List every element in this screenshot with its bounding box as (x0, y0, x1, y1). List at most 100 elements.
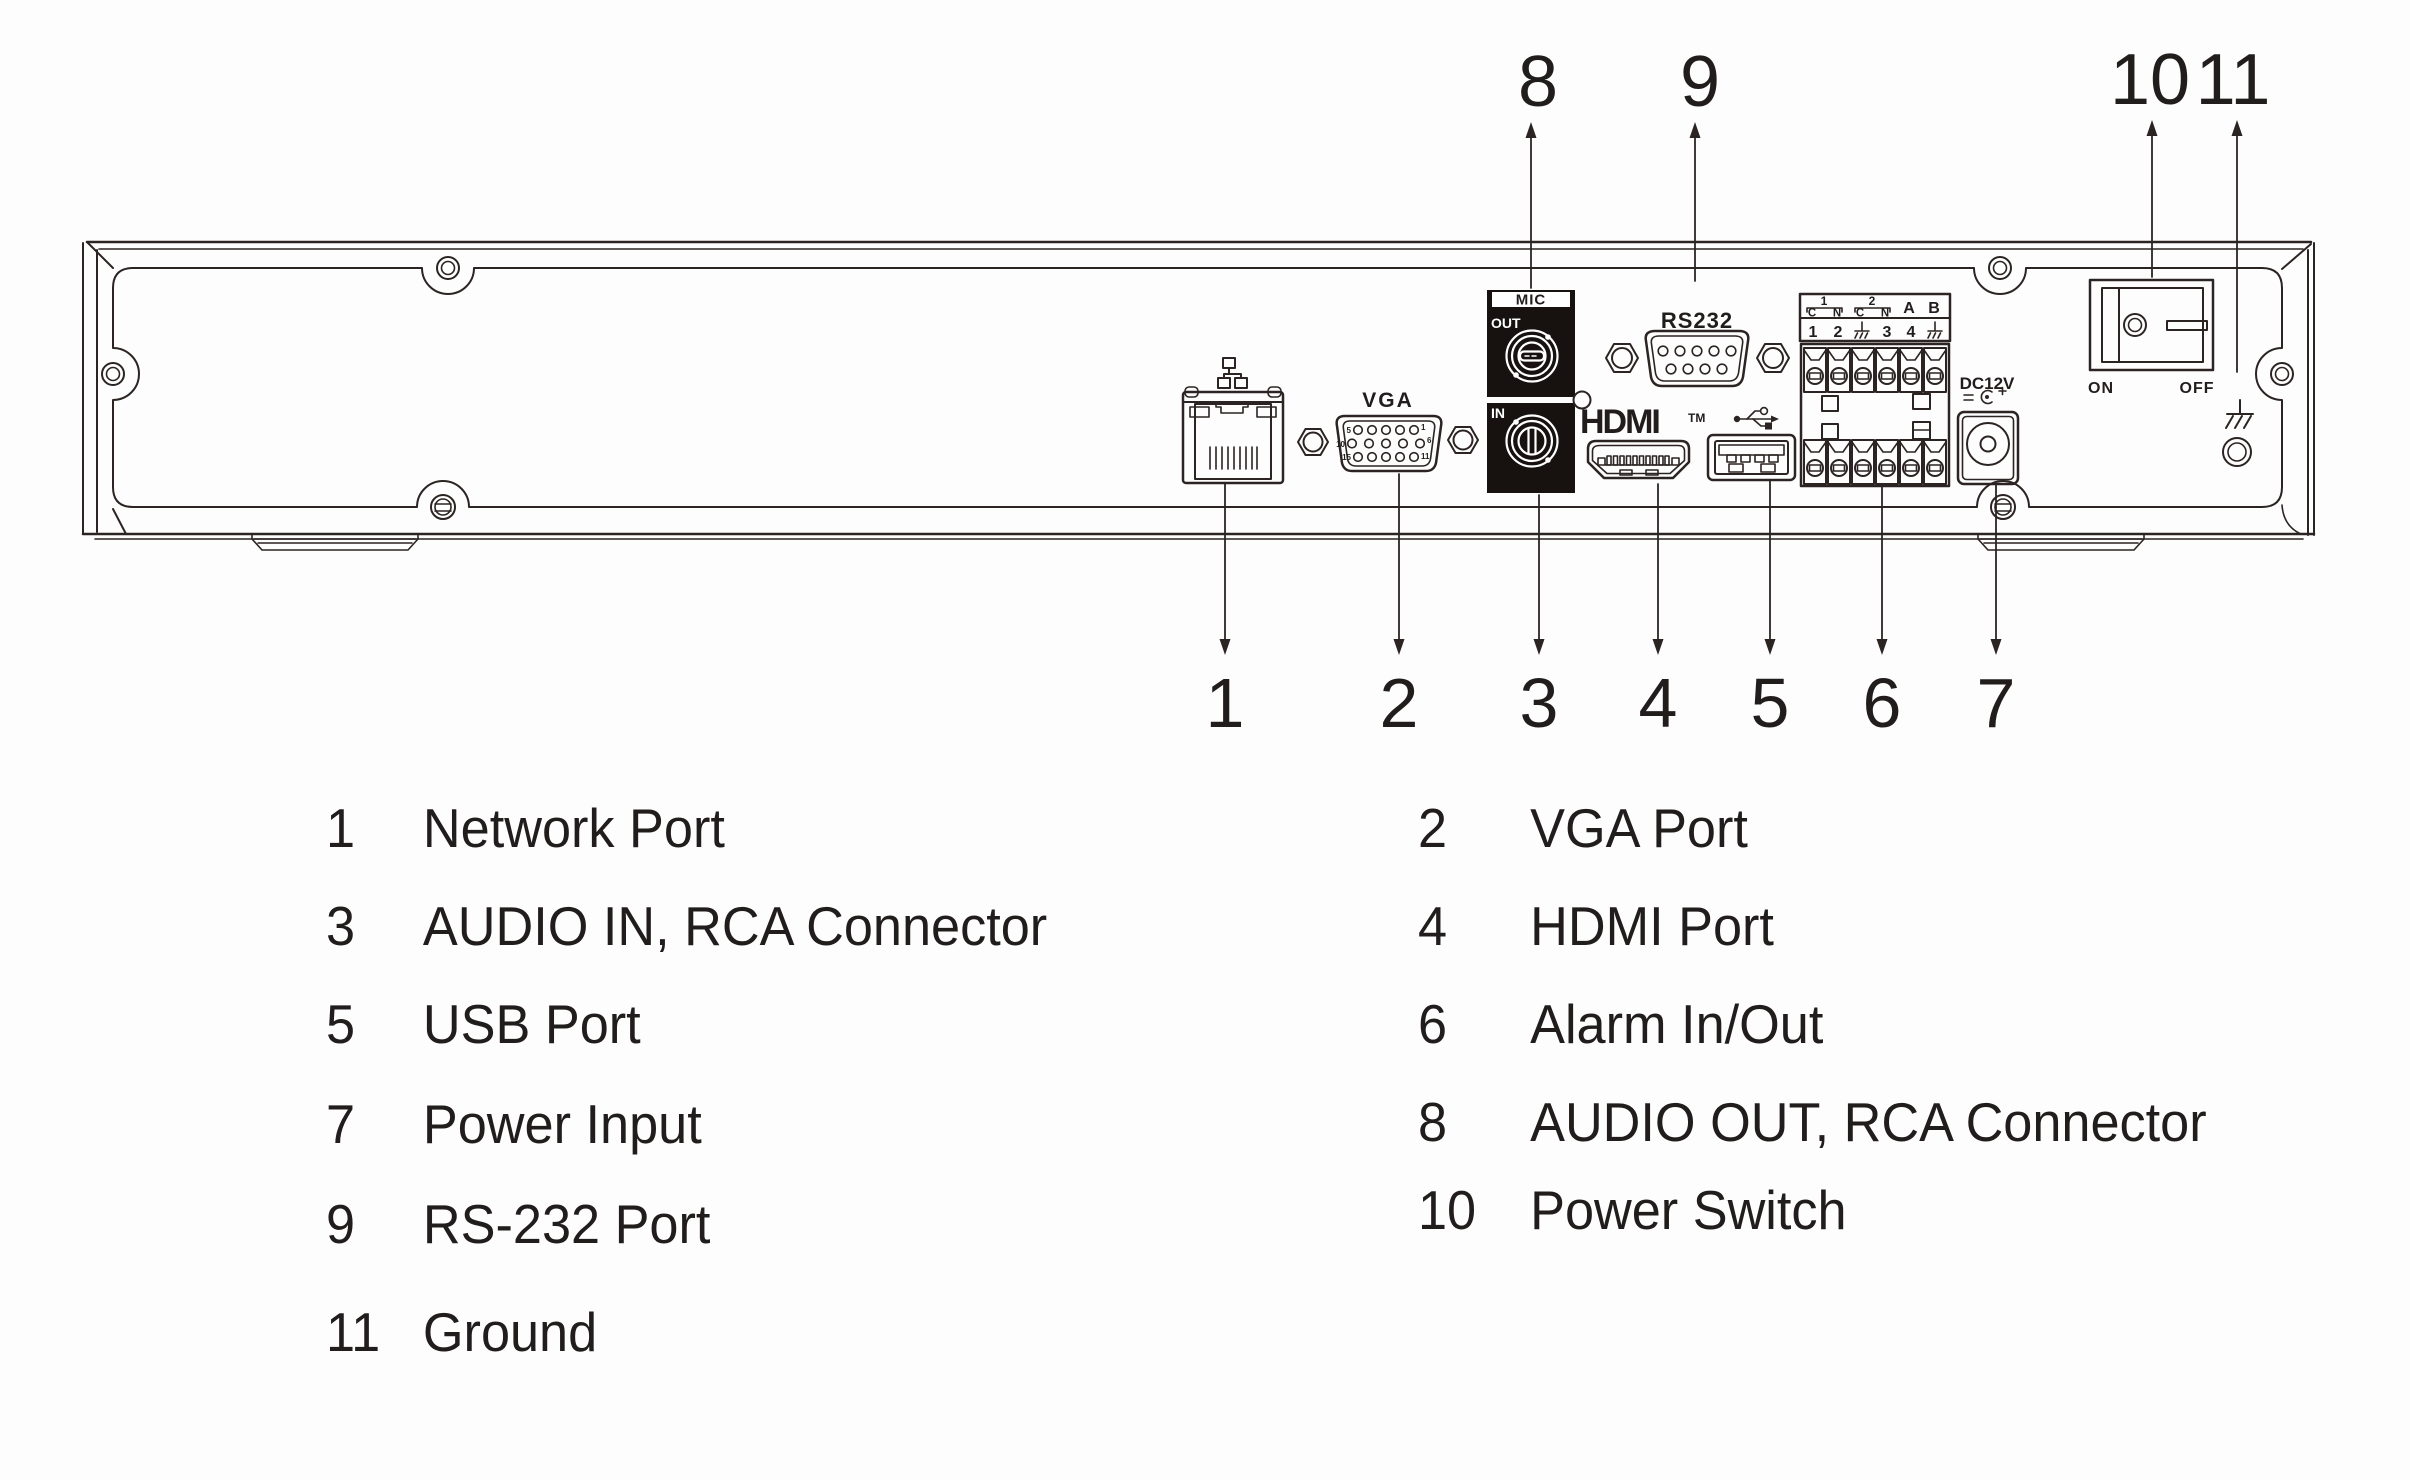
legend-number: 8 (1418, 1091, 1448, 1153)
callout-number-9: 9 (1679, 42, 1721, 122)
legend-item-8: 8 AUDIO OUT, RCA Connector (1418, 1090, 2207, 1154)
svg-text:A: A (1903, 300, 1915, 317)
svg-text:4: 4 (1907, 324, 1916, 341)
audio-mic-block: MIC OUT IN (1487, 290, 1592, 493)
vga-port: VGA 5 1 10 6 15 11 (1297, 389, 1479, 473)
legend-label: AUDIO IN, RCA Connector (422, 895, 1048, 957)
callout-number-2: 2 (1379, 664, 1419, 742)
svg-text:2: 2 (1869, 294, 1876, 308)
hdmi-port: HDMI TM (1580, 403, 1705, 480)
rs232-port: RS232 (1605, 308, 1790, 388)
audio-in-rca-jack (1505, 414, 1559, 468)
svg-text:1: 1 (1809, 324, 1818, 341)
usb-pins (1726, 454, 1779, 473)
callout-number-1: 1 (1205, 664, 1245, 742)
legend-label: Ground (422, 1301, 598, 1363)
legend-item-6: 6 Alarm In/Out (1418, 992, 1823, 1056)
svg-text:10: 10 (1336, 440, 1345, 449)
dc-polarity-icon (1963, 386, 2007, 405)
legend-label: AUDIO OUT, RCA Connector (1530, 1091, 2207, 1153)
legend-number: 11 (326, 1301, 381, 1363)
svg-text:6: 6 (1427, 436, 1432, 445)
vga-pins (1346, 424, 1426, 463)
callout-arrow-2 (1393, 639, 1405, 655)
legend-label: Network Port (422, 797, 725, 859)
vga-label: VGA (1362, 389, 1414, 412)
svg-text:1: 1 (1821, 294, 1828, 308)
legend-number: 3 (326, 895, 356, 957)
callout-number-8: 8 (1517, 42, 1559, 122)
switch-on-label: ON (2088, 380, 2114, 397)
legend-number: 10 (1418, 1179, 1477, 1241)
legend-label: RS-232 Port (422, 1193, 711, 1255)
ground-icon (1927, 321, 1943, 339)
hdmi-logo: HDMI (1580, 403, 1659, 441)
panel-hole (1572, 390, 1592, 410)
mic-in-label: IN (1491, 405, 1505, 421)
callout-arrow-4 (1652, 639, 1664, 655)
callout-lines (1219, 120, 2243, 655)
legend-number: 5 (326, 993, 356, 1055)
legend-number: 2 (1418, 797, 1448, 859)
hex-screw (1605, 343, 1790, 373)
callout-number-4: 4 (1638, 664, 1678, 742)
callout-arrow-11 (2231, 120, 2243, 136)
callout-number-10: 10 (2109, 40, 2191, 120)
legend-label: HDMI Port (1530, 895, 1774, 957)
legend-label: Power Switch (1530, 1179, 1847, 1241)
callout-arrow-9 (1689, 122, 1701, 138)
callout-number-11: 11 (2195, 40, 2271, 120)
hex-screw (1297, 426, 1479, 456)
legend-number: 7 (326, 1093, 356, 1155)
alarm-labels: 1 2 C N C N A B 1 2 3 4 (1806, 294, 1943, 341)
rs232-pins (1657, 345, 1737, 375)
callout-number-6: 6 (1862, 664, 1902, 742)
network-port (1181, 357, 1285, 485)
svg-text:11: 11 (1421, 452, 1430, 461)
rs232-label: RS232 (1661, 308, 1733, 333)
legend-item-2: 2 VGA Port (1418, 796, 1748, 860)
svg-text:2: 2 (1834, 324, 1843, 341)
callout-number-7: 7 (1976, 664, 2016, 742)
svg-text:3: 3 (1883, 324, 1892, 341)
callout-arrow-5 (1764, 639, 1776, 655)
usb-port (1706, 406, 1797, 482)
dc12v-label: DC12V (1960, 374, 2015, 393)
panel-screw (101, 256, 2294, 520)
ground-icon (1854, 321, 1870, 339)
callout-arrow-8 (1525, 122, 1537, 138)
svg-text:N: N (1833, 308, 1841, 320)
audio-out-rca-jack (1505, 329, 1559, 383)
mic-title: MIC (1516, 292, 1547, 309)
switch-off-label: OFF (2180, 380, 2215, 397)
legend-label: Power Input (422, 1093, 702, 1155)
svg-text:N: N (1881, 308, 1889, 320)
chassis (81, 240, 2316, 551)
legend-number: 6 (1418, 993, 1448, 1055)
dc-power-jack: DC12V (1956, 374, 2020, 486)
callout-number-3: 3 (1519, 664, 1559, 742)
callout-arrow-10 (2146, 120, 2158, 136)
legend-number: 4 (1418, 895, 1448, 957)
ethernet-icon (1217, 357, 1248, 389)
power-switch: ON OFF (2088, 278, 2215, 397)
callout-arrow-1 (1219, 639, 1231, 655)
ground-icon (2225, 399, 2254, 429)
vga-pin-labels: 5 1 10 6 15 11 (1336, 423, 1432, 462)
chassis-foot (251, 533, 2145, 551)
svg-text:15: 15 (1342, 453, 1351, 462)
svg-text:C: C (1808, 308, 1816, 320)
svg-text:C: C (1856, 308, 1864, 320)
usb-icon (1733, 406, 1779, 430)
legend-label: Alarm In/Out (1530, 993, 1824, 1055)
legend-item-10: 10 Power Switch (1418, 1178, 1847, 1242)
rear-panel-diagram: VGA 5 1 10 6 15 11 MIC OUT (81, 120, 2316, 655)
hdmi-trademark: TM (1688, 411, 1705, 425)
legend-item-3: 3 AUDIO IN, RCA Connector (326, 894, 1047, 958)
mic-out-label: OUT (1491, 315, 1521, 331)
legend-item-7: 7 Power Input (326, 1092, 702, 1156)
legend-label: VGA Port (1530, 797, 1748, 859)
